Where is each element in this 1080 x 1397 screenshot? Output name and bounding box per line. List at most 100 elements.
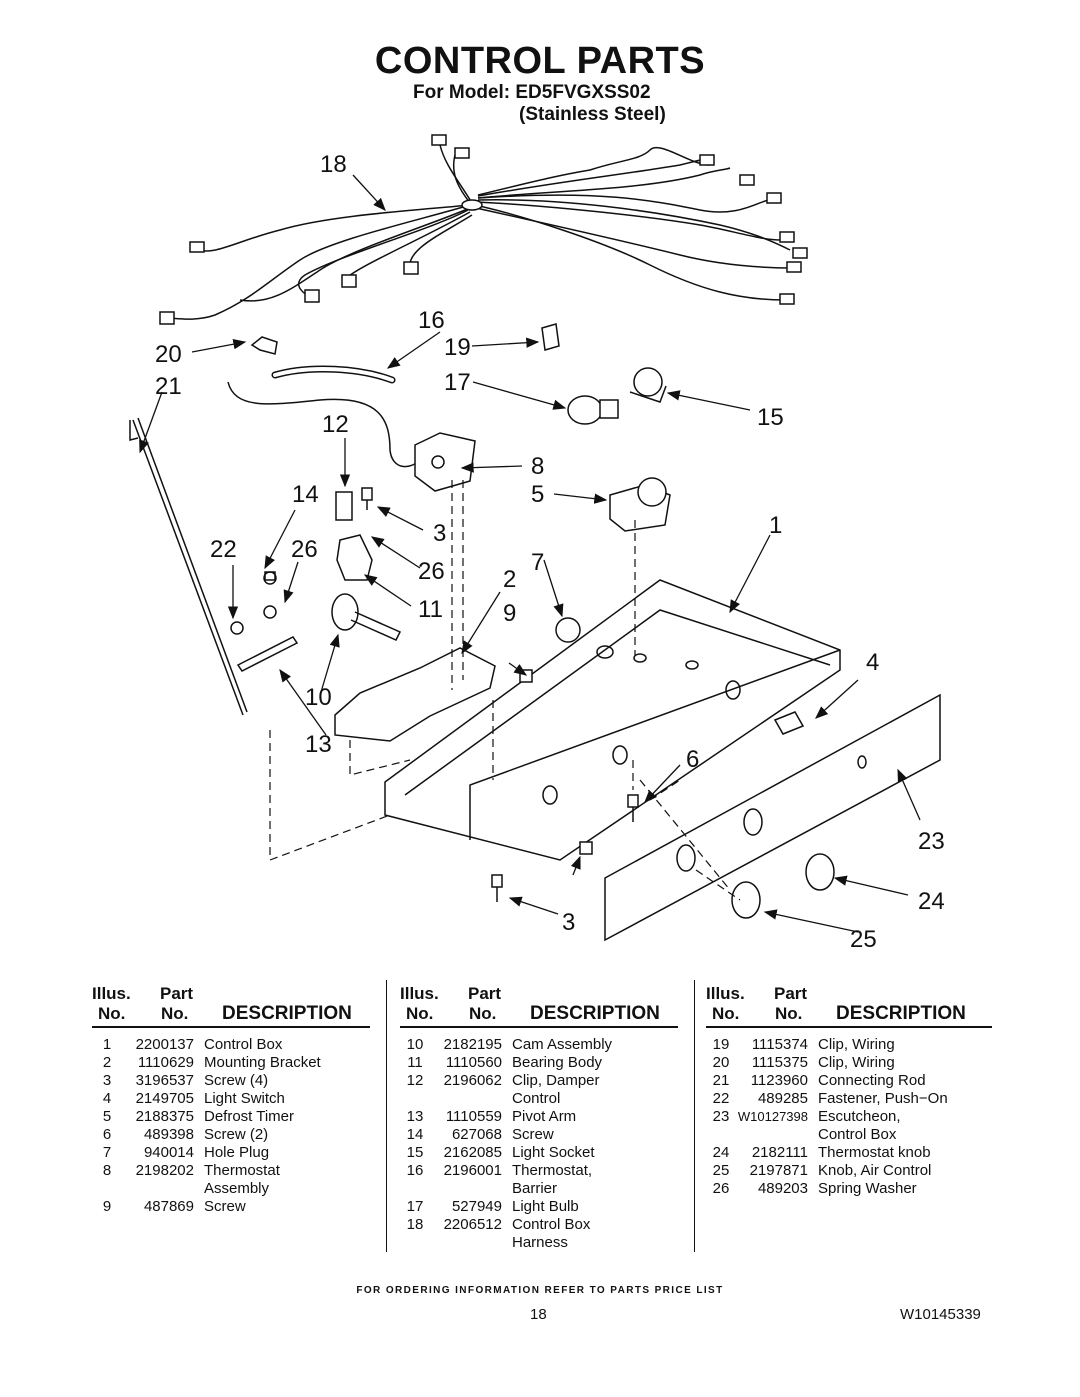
part-number: 2196062 — [443, 1072, 502, 1089]
callout-number: 11 — [418, 596, 443, 623]
part-description: Control — [512, 1090, 561, 1107]
part-number: 1110560 — [445, 1054, 502, 1071]
header-illus: Illus. — [92, 984, 131, 1003]
table-row: Barrier — [400, 1180, 678, 1198]
part-number: 1115375 — [751, 1054, 808, 1071]
callout-number: 6 — [686, 746, 699, 773]
illus-number: 14 — [406, 1126, 424, 1143]
illus-number: 12 — [406, 1072, 424, 1089]
part-number: 1110629 — [137, 1054, 194, 1071]
illus-number: 8 — [102, 1162, 112, 1179]
part-description: Control Box — [512, 1216, 591, 1233]
illus-number: 21 — [712, 1072, 730, 1089]
part-description: Fastener, Push−On — [818, 1090, 948, 1107]
part-description: Knob, Air Control — [818, 1162, 932, 1179]
part-number: 1115374 — [751, 1036, 808, 1053]
part-number: 2206512 — [443, 1216, 502, 1233]
table-header: Illus. Part No. No. DESCRIPTION — [706, 978, 992, 1028]
part-description: Harness — [512, 1234, 568, 1251]
callout-number: 23 — [918, 828, 945, 855]
part-description: Thermostat knob — [818, 1144, 931, 1161]
callout-number: 7 — [531, 549, 544, 576]
part-description: Pivot Arm — [512, 1108, 577, 1125]
part-number: 1123960 — [750, 1072, 808, 1089]
part-number: 940014 — [143, 1144, 194, 1161]
document-number: W10145339 — [900, 1306, 981, 1323]
header-description: DESCRIPTION — [836, 1003, 966, 1024]
callout-number: 3 — [433, 520, 446, 547]
illus-number: 20 — [712, 1054, 730, 1071]
callout-number: 10 — [305, 684, 332, 711]
table-row: 12 2196062 Clip, Damper — [400, 1072, 678, 1090]
model-finish: (Stainless Steel) — [519, 104, 666, 125]
illus-number: 13 — [406, 1108, 424, 1125]
part-description: Thermostat, — [512, 1162, 593, 1179]
callout-number: 21 — [155, 373, 182, 400]
illus-number: 2 — [102, 1054, 112, 1071]
part-number: 489285 — [757, 1090, 808, 1107]
callout-number: 22 — [210, 536, 237, 563]
page-number: 18 — [530, 1306, 547, 1323]
table-row: 5 2188375 Defrost Timer — [92, 1108, 370, 1126]
header-part: Part — [468, 984, 502, 1003]
callout-number: 4 — [866, 649, 879, 676]
exploded-parts-diagram: 1816201921171512814531222672621194101362… — [129, 134, 945, 953]
callout-number: 15 — [757, 404, 784, 431]
control-box-harness-drawing — [159, 134, 808, 325]
header-no: No. — [712, 1004, 740, 1023]
callout-number: 25 — [850, 926, 877, 953]
table-row: Assembly — [92, 1180, 370, 1198]
illus-number: 11 — [407, 1054, 423, 1071]
part-description: Light Socket — [512, 1144, 595, 1161]
part-description: Control Box — [818, 1126, 897, 1143]
illus-number: 23 — [712, 1108, 730, 1125]
callout-number: 26 — [291, 536, 318, 563]
part-description: Assembly — [204, 1180, 270, 1197]
part-description: Spring Washer — [818, 1180, 917, 1197]
part-number: 3196537 — [135, 1072, 194, 1089]
header-no: No. — [406, 1004, 434, 1023]
part-description: Clip, Damper — [512, 1072, 600, 1089]
illus-number: 5 — [102, 1108, 112, 1125]
callout-number: 14 — [292, 481, 319, 508]
part-description: Connecting Rod — [818, 1072, 926, 1089]
illus-number: 6 — [102, 1126, 112, 1143]
part-description: Barrier — [512, 1180, 558, 1197]
callout-number: 1 — [769, 512, 782, 539]
table-row: Control — [400, 1090, 678, 1108]
part-number: 2188375 — [135, 1108, 194, 1125]
header-description: DESCRIPTION — [530, 1003, 660, 1024]
part-number: 527949 — [451, 1198, 502, 1215]
table-divider — [694, 980, 695, 1252]
callout-number: 18 — [320, 151, 347, 178]
part-description: Hole Plug — [204, 1144, 270, 1161]
header-no: No. — [469, 1004, 497, 1023]
callout-number: 5 — [531, 481, 544, 508]
part-description: Defrost Timer — [204, 1108, 295, 1125]
illus-number: 19 — [712, 1036, 730, 1053]
part-description: Cam Assembly — [512, 1036, 613, 1053]
part-number: 2162085 — [443, 1144, 502, 1161]
part-number: 2197871 — [749, 1162, 808, 1179]
model-line: For Model: ED5FVGXSS02 — [413, 82, 651, 103]
callout-number: 16 — [418, 307, 445, 334]
table-header: Illus. Part No. No. DESCRIPTION — [92, 978, 370, 1028]
callout-number: 2 — [503, 566, 516, 593]
part-number: 2200137 — [135, 1036, 194, 1053]
illus-number: 3 — [102, 1072, 112, 1089]
part-description: Clip, Wiring — [818, 1036, 895, 1053]
part-description: Thermostat — [204, 1162, 280, 1179]
callout-number: 12 — [322, 411, 349, 438]
